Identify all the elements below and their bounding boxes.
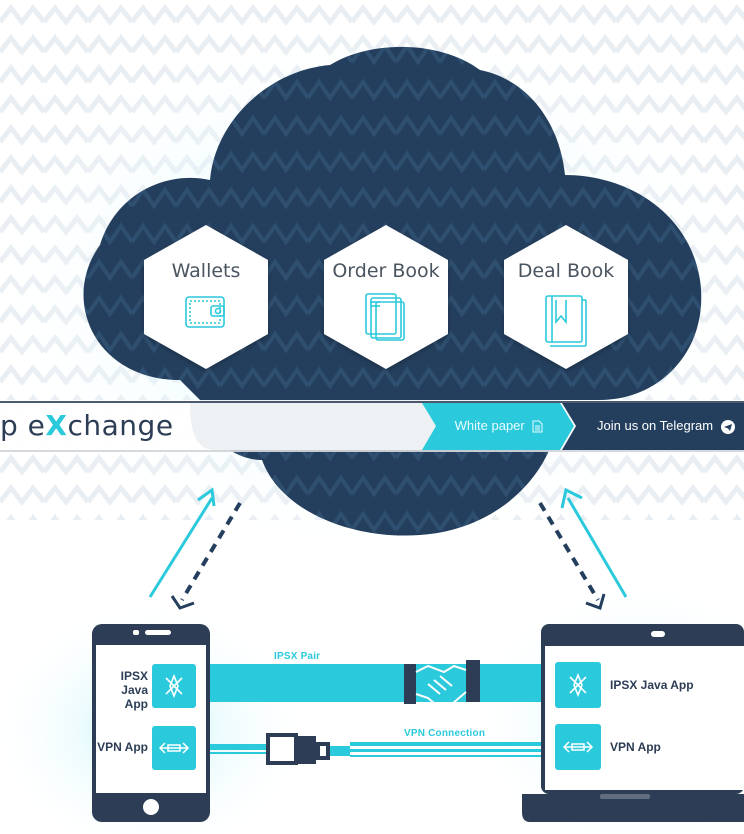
white-paper-button[interactable]: White paper xyxy=(440,400,558,452)
ipsx-pair-band xyxy=(210,664,541,702)
hex-deal-book[interactable] xyxy=(504,225,628,369)
laptop-ipsx-label: IPSX Java App xyxy=(610,678,694,692)
vpn-arrows-icon xyxy=(158,742,190,754)
hex-label-order-book: Order Book xyxy=(332,260,440,282)
phone-down-arrow xyxy=(180,501,242,602)
white-paper-bg xyxy=(422,403,574,450)
vpn-plug xyxy=(266,733,350,765)
brand-logo[interactable]: p eXchange xyxy=(0,400,174,452)
ipsx-logo-icon xyxy=(165,673,183,699)
phone-vpn-label: VPN App xyxy=(97,740,148,754)
vpn-connection-label: VPN Connection xyxy=(404,728,486,739)
phone-ipsx-label: IPSX Java App xyxy=(120,669,148,711)
deal-book-icon xyxy=(545,295,587,347)
handshake-icon xyxy=(415,664,467,710)
telegram-bg xyxy=(562,403,744,450)
laptop-vpn-label: VPN App xyxy=(610,740,661,754)
phone-device xyxy=(92,624,210,822)
laptop-down-arrow xyxy=(538,501,600,602)
handshake-cuff-left xyxy=(404,664,416,704)
white-paper-label: White paper xyxy=(454,418,525,433)
telegram-icon xyxy=(720,419,735,434)
telegram-label: Join us on Telegram xyxy=(597,418,714,433)
document-icon xyxy=(532,420,543,433)
banner: p eXchange White paper Join us on Telegr… xyxy=(0,400,744,452)
hex-label-wallets: Wallets xyxy=(171,260,241,282)
vpn-arrows-icon xyxy=(562,741,594,753)
vpn-cable xyxy=(210,742,541,757)
ipsx-pair-label: IPSX Pair xyxy=(274,651,321,662)
phone-up-arrow xyxy=(148,487,216,598)
order-book-icon xyxy=(365,293,405,341)
laptop-down-arrowhead xyxy=(585,593,606,610)
wallet-icon xyxy=(185,296,225,328)
brand-suffix: change xyxy=(67,409,174,442)
hex-label-deal-book: Deal Book xyxy=(517,260,615,282)
brand-x-mark: X xyxy=(45,409,68,442)
ipsx-logo-icon xyxy=(569,672,587,698)
telegram-button[interactable]: Join us on Telegram xyxy=(590,400,744,452)
handshake-cuff-right xyxy=(466,660,480,702)
phone-down-arrowhead xyxy=(170,595,195,610)
hex-order-book[interactable] xyxy=(324,225,448,369)
laptop-device xyxy=(522,624,744,822)
brand-prefix: p e xyxy=(0,409,46,442)
laptop-up-arrow xyxy=(560,487,628,598)
